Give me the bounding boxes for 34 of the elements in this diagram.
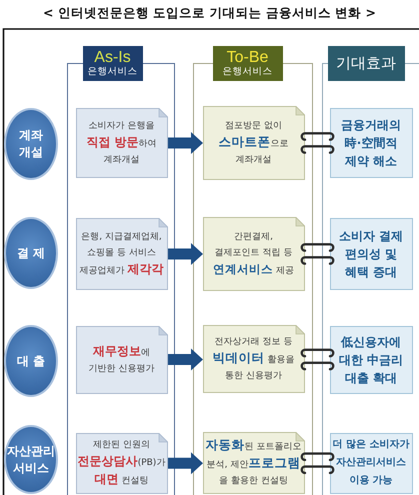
title: < 인터넷전문은행 도입으로 기대되는 금융서비스 변화 >: [42, 4, 378, 22]
block-arrow: [168, 132, 203, 154]
binder-ring: [300, 452, 334, 462]
effect-box: 低신용자에 대한 中금리 대출 확대: [330, 326, 412, 394]
note-box: 자동화된 포트폴리오 분석, 제안프로그램을 활용한 컨설팅: [202, 432, 304, 494]
binder-ring: [300, 145, 334, 154]
effect-box: 소비자 결제 편의성 및 혜택 증대: [330, 218, 412, 290]
column-title: To-Be: [226, 48, 268, 66]
note-box: 소비자가 은행을 직접 방문하여 계좌개설: [76, 108, 168, 178]
note-box: 은행, 지급결제업체, 쇼핑몰 등 서비스 제공업체가 제각각: [76, 218, 168, 290]
category-circle: 자산관리 서비스: [4, 425, 58, 494]
binder-ring: [300, 348, 334, 358]
note-box: 전자상거래 정보 등 빅데이터 활용을 통한 신용평가: [202, 324, 304, 392]
column-title: As-Is: [94, 48, 131, 66]
note-box: 점포방문 없이 스마트폰으로 계좌개설: [202, 106, 304, 180]
category-circle: 계좌 개설: [4, 108, 58, 180]
block-arrow: [168, 452, 203, 474]
category-circle: 결 제: [4, 217, 58, 289]
column-subtitle: 은행서비스: [222, 66, 272, 78]
binder-ring: [300, 362, 334, 370]
block-arrow: [168, 243, 203, 265]
block-arrow: [168, 348, 203, 370]
column-title: 기대효과: [336, 54, 396, 72]
binder-ring: [300, 465, 334, 474]
binder-ring: [300, 256, 334, 265]
note-box: 간편결제, 결제포인트 적립 등 연계서비스 제공: [202, 216, 304, 290]
effect-box: 금융거래의 時·空間적 제약 해소: [330, 108, 412, 178]
binder-ring: [300, 243, 334, 252]
effect-box: 더 많은 소비자가 자산관리서비스 이용 가능: [330, 432, 412, 494]
note-box: 재무정보에 기반한 신용평가: [76, 326, 168, 394]
binder-ring: [300, 132, 334, 141]
column-subtitle: 은행서비스: [88, 66, 138, 78]
category-circle: 대 출: [4, 325, 58, 397]
note-box: 제한된 인원의 전문상담사(PB)가 대면 컨설팅: [76, 432, 168, 494]
